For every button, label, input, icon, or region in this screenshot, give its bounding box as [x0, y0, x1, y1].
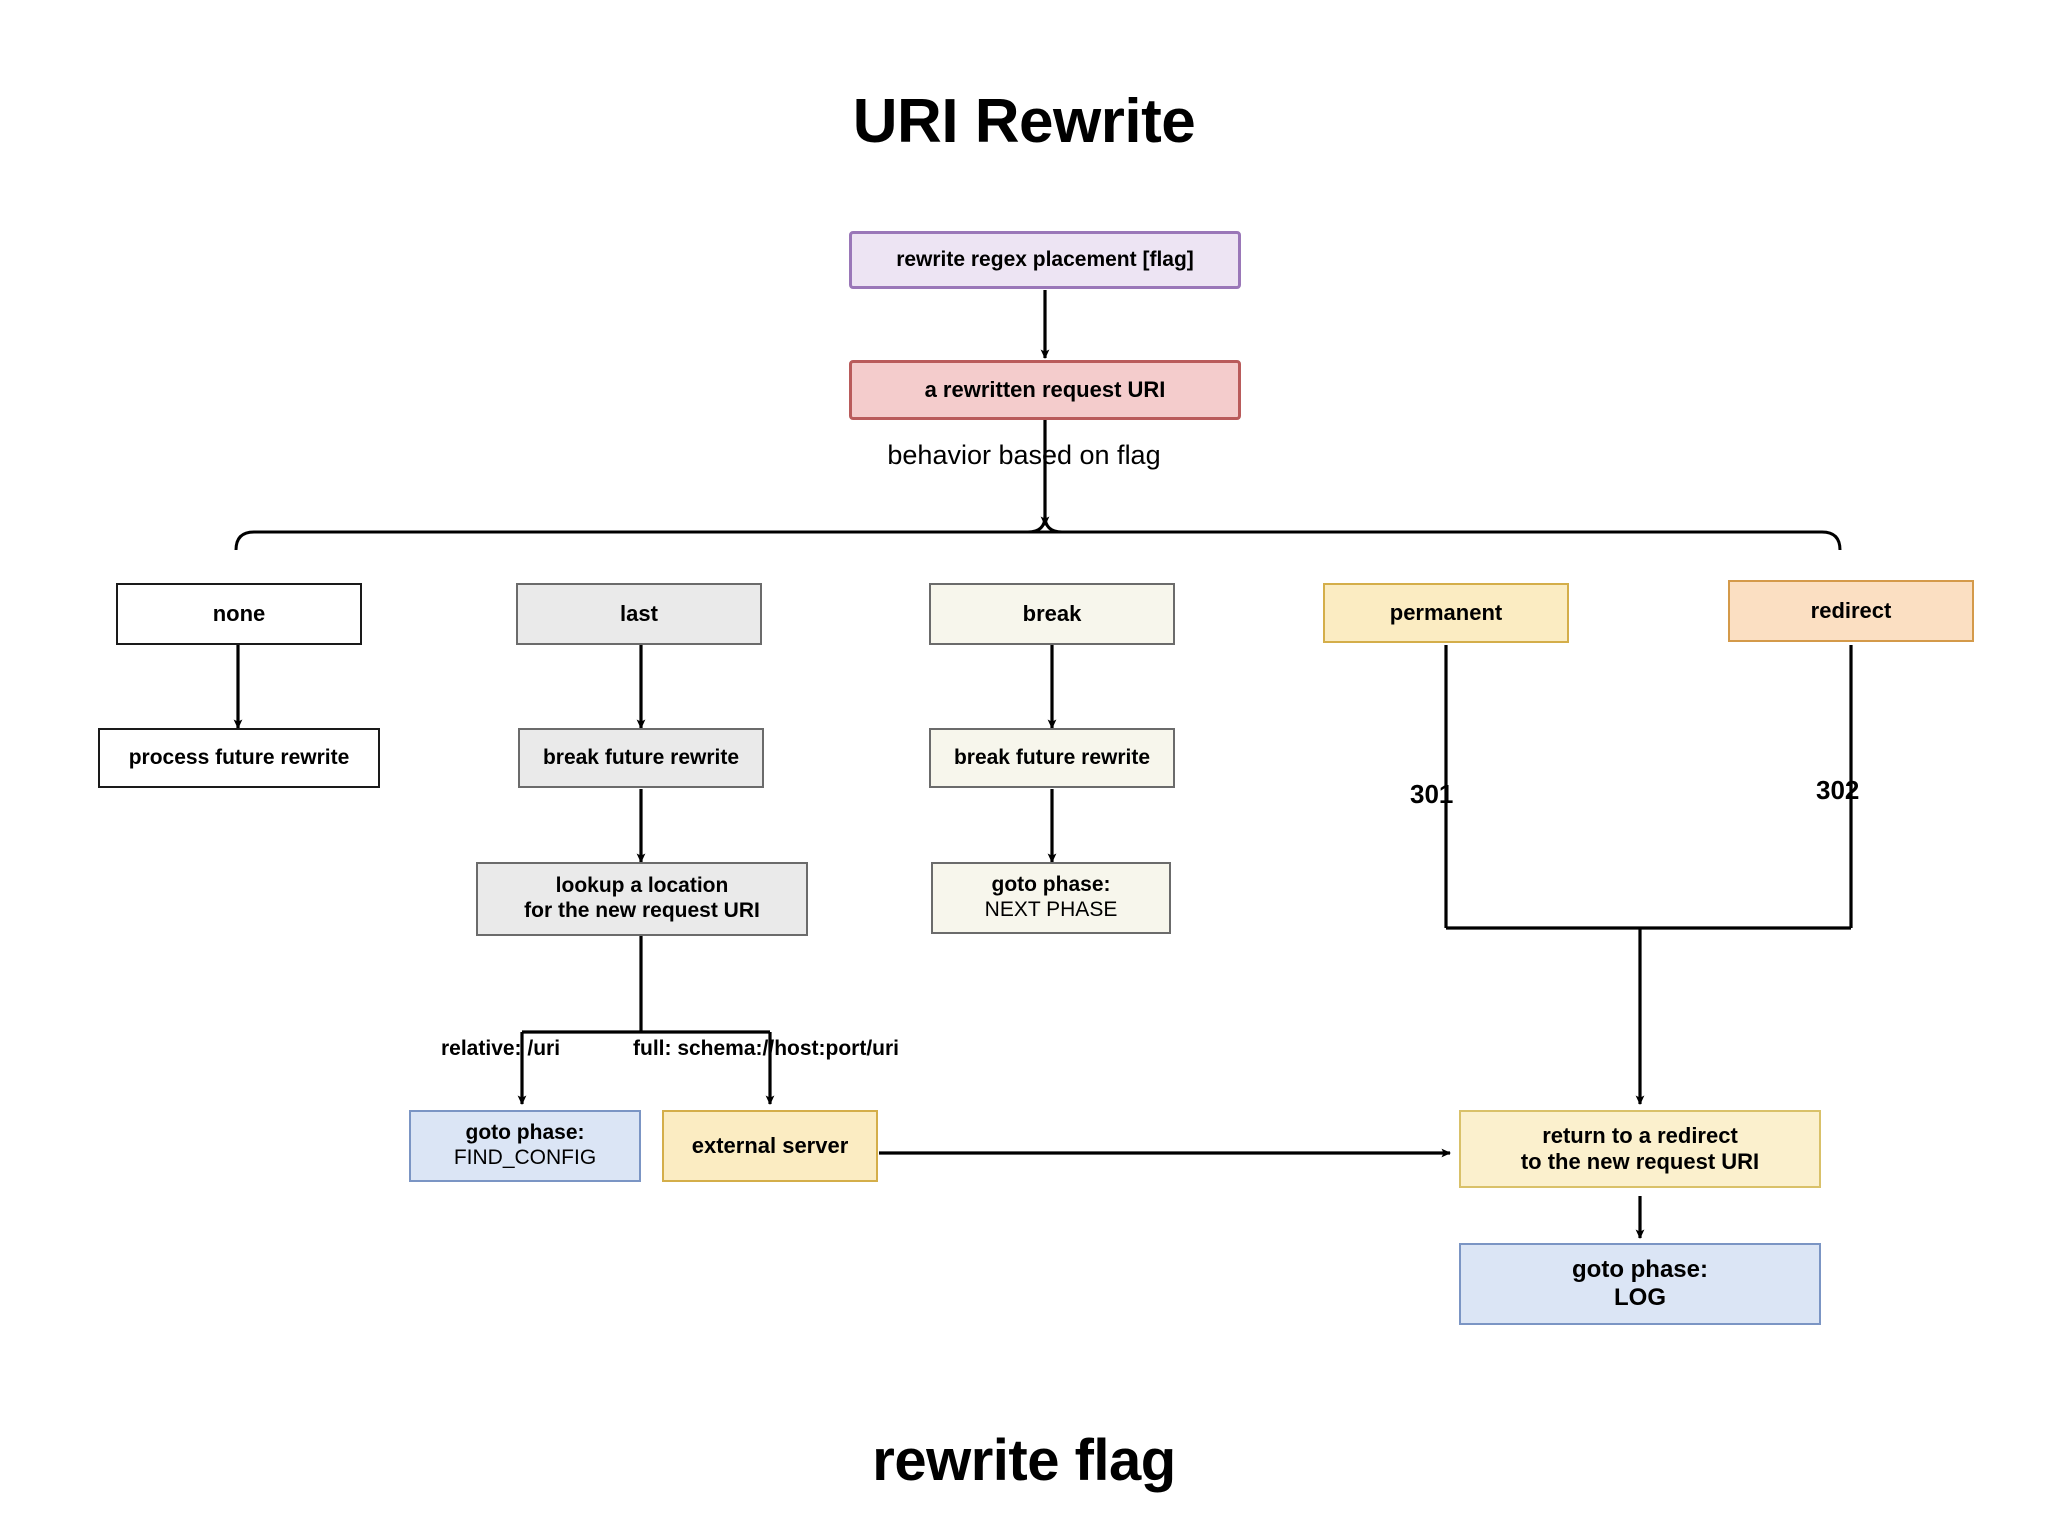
node-goto-log-line2: LOG	[1614, 1284, 1666, 1311]
node-goto-find-config-line1: goto phase:	[465, 1121, 585, 1145]
node-flag-permanent-label: permanent	[1389, 600, 1503, 626]
node-break-future-rewrite-last-label: break future rewrite	[542, 745, 740, 769]
edge-label-302: 302	[1816, 775, 1860, 805]
node-flag-break[interactable]: break	[929, 583, 1175, 645]
node-break-future-rewrite-break[interactable]: break future rewrite	[929, 728, 1175, 788]
node-process-future-rewrite[interactable]: process future rewrite	[98, 728, 380, 788]
node-flag-redirect[interactable]: redirect	[1728, 580, 1974, 642]
node-rewrite-directive[interactable]: rewrite regex placement [flag]	[849, 231, 1241, 289]
node-lookup-location-line1: lookup a location	[555, 874, 729, 898]
edge-label-full-uri: full: schema://host:port/uri	[633, 1037, 900, 1060]
node-flag-permanent[interactable]: permanent	[1323, 583, 1569, 643]
node-return-redirect[interactable]: return to a redirect to the new request …	[1459, 1110, 1821, 1188]
edge-label-301: 301	[1410, 779, 1454, 809]
node-flag-last-label: last	[620, 601, 658, 627]
node-break-future-rewrite-break-label: break future rewrite	[953, 745, 1151, 769]
node-goto-next-phase-line1: goto phase:	[991, 873, 1111, 897]
edge-label-behavior-based-on-flag: behavior based on flag	[887, 440, 1161, 470]
node-rewritten-uri[interactable]: a rewritten request URI	[849, 360, 1241, 420]
node-lookup-location-line2: for the new request URI	[524, 899, 760, 922]
node-rewritten-uri-label: a rewritten request URI	[924, 377, 1166, 403]
node-flag-none-label: none	[212, 601, 266, 627]
diagram-caption: rewrite flag	[872, 1428, 1176, 1493]
node-flag-none[interactable]: none	[116, 583, 362, 645]
node-flag-break-label: break	[1022, 601, 1082, 627]
page-title: URI Rewrite	[852, 87, 1196, 156]
node-flag-redirect-label: redirect	[1810, 598, 1892, 624]
node-goto-find-config[interactable]: goto phase: FIND_CONFIG	[409, 1110, 641, 1182]
node-goto-log-line1: goto phase:	[1572, 1255, 1708, 1283]
node-goto-find-config-line2: FIND_CONFIG	[453, 1146, 597, 1169]
node-rewrite-directive-label: rewrite regex placement [flag]	[896, 247, 1194, 271]
node-flag-last[interactable]: last	[516, 583, 762, 645]
node-goto-next-phase-line2: NEXT PHASE	[984, 898, 1118, 921]
node-external-server[interactable]: external server	[662, 1110, 878, 1182]
node-lookup-location[interactable]: lookup a location for the new request UR…	[476, 862, 808, 936]
node-external-server-label: external server	[691, 1133, 849, 1159]
node-process-future-rewrite-label: process future rewrite	[128, 745, 350, 769]
node-return-redirect-line2: to the new request URI	[1520, 1149, 1760, 1174]
node-goto-log[interactable]: goto phase: LOG	[1459, 1243, 1821, 1325]
node-return-redirect-line1: return to a redirect	[1542, 1123, 1738, 1149]
node-break-future-rewrite-last[interactable]: break future rewrite	[518, 728, 764, 788]
edge-label-relative-uri: relative: /uri	[441, 1037, 561, 1060]
node-goto-next-phase[interactable]: goto phase: NEXT PHASE	[931, 862, 1171, 934]
